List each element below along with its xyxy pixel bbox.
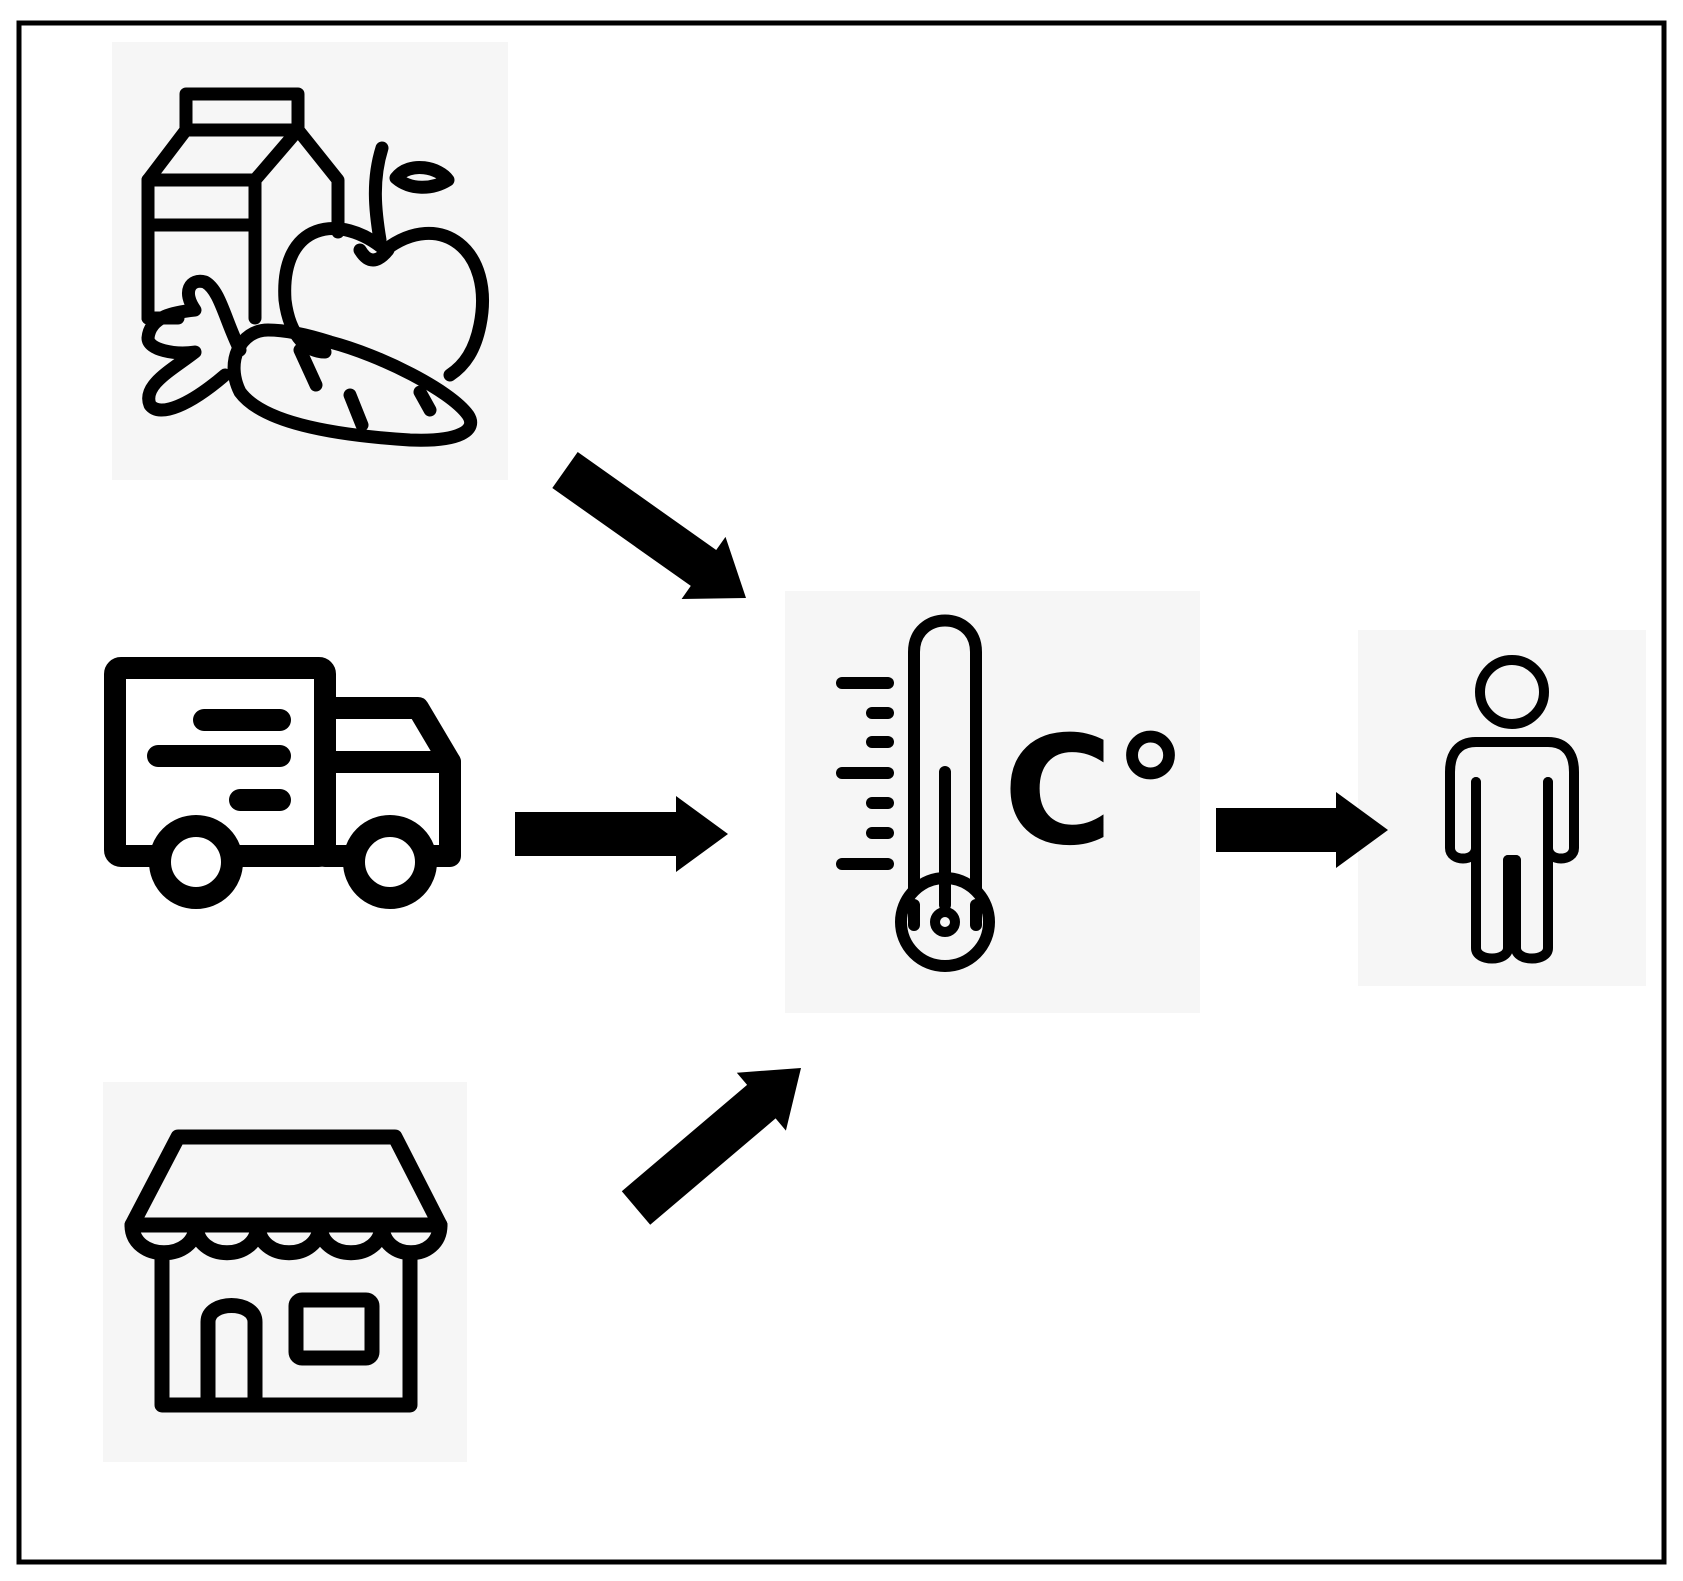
- arrow-transport-to-temperature: [515, 796, 728, 872]
- arrow-food-to-temperature: [552, 452, 746, 599]
- thermometer-icon: [836, 614, 995, 972]
- delivery-truck-icon: [104, 657, 461, 909]
- temperature-node: C°: [785, 591, 1200, 1013]
- transport-node: [104, 657, 461, 909]
- arrow-store-to-temperature: [621, 1068, 801, 1225]
- person-icon: [1445, 655, 1579, 964]
- consumer-node: [1358, 630, 1646, 986]
- store-node: [103, 1082, 467, 1462]
- arrow-temperature-to-consumer: [1216, 792, 1388, 868]
- food-node: [112, 42, 508, 480]
- storefront-icon: [124, 1129, 448, 1413]
- flow-arrows: [515, 452, 1388, 1225]
- temperature-unit-label: C°: [1003, 705, 1188, 879]
- groceries-icon: [141, 87, 489, 447]
